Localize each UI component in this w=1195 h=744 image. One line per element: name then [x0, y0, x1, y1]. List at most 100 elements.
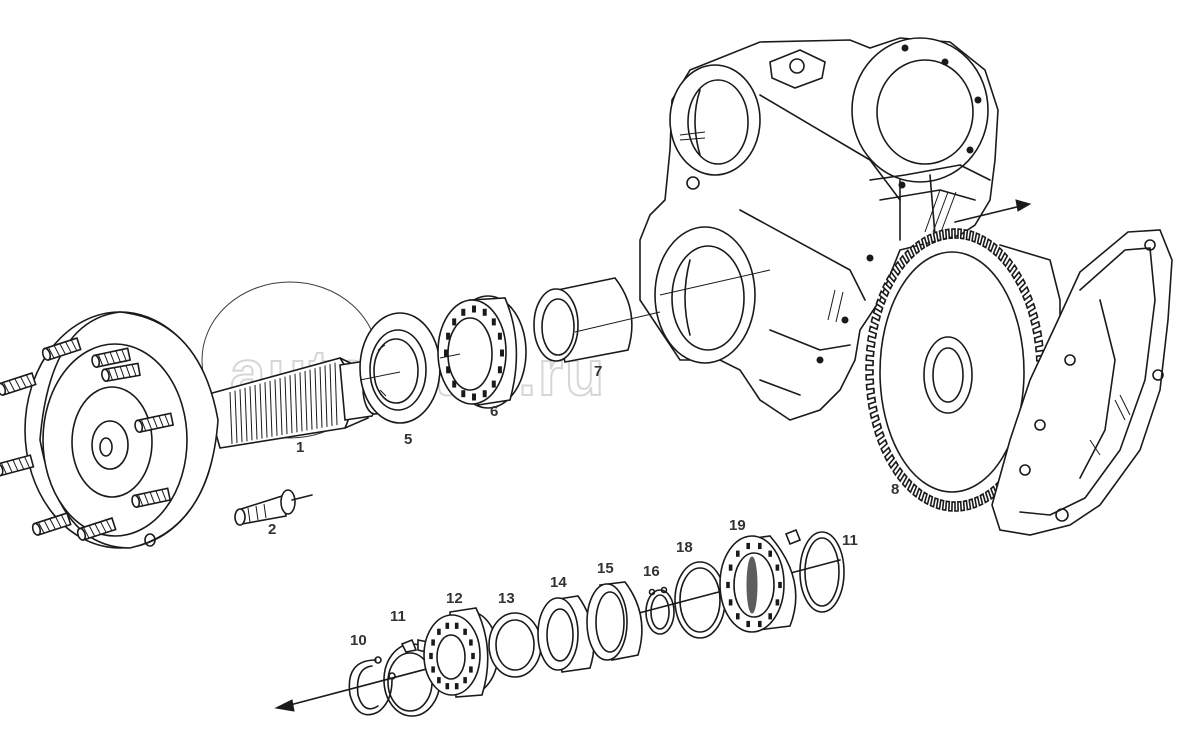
bearing-roller — [758, 542, 762, 550]
bearing-roller — [461, 308, 466, 316]
axle-housing — [639, 37, 999, 421]
ball-bearing — [719, 535, 797, 633]
retaining-ring — [674, 561, 726, 639]
hub-stud — [0, 454, 35, 477]
bearing-roller — [736, 613, 740, 620]
label-part-11-left: 11 — [390, 608, 406, 625]
label-part-10: 10 — [350, 632, 367, 649]
shaft-spline — [319, 366, 323, 428]
hub-stud — [101, 362, 141, 383]
bearing-roller — [775, 564, 780, 571]
label-part-7: 7 — [594, 363, 602, 380]
shaft-spline — [324, 365, 328, 427]
bearing-roller — [491, 380, 496, 388]
bearing-roller — [472, 393, 476, 401]
hub-stud — [134, 412, 175, 434]
shaft-spline — [284, 376, 288, 435]
label-part-15: 15 — [597, 560, 614, 577]
spacer-sleeve — [533, 277, 633, 363]
bearing-roller — [429, 652, 433, 660]
bearing-roller — [469, 639, 473, 646]
bearing-roller — [445, 683, 450, 690]
bearing-roller — [471, 652, 475, 660]
bearing-roller — [452, 380, 457, 388]
shaft-spline — [294, 373, 298, 433]
bearing-roller — [746, 542, 751, 550]
bearing-race — [537, 595, 595, 673]
bearing-roller — [728, 564, 733, 571]
label-part-1: 1 — [296, 439, 304, 456]
label-part-11-right: 11 — [842, 532, 858, 549]
hub-stud — [131, 487, 172, 509]
bearing-roller — [463, 677, 467, 684]
callout-labels: 1 2 5 6 7 8 10 11 11 12 13 14 15 16 18 1… — [268, 363, 899, 649]
shaft-spline — [304, 370, 308, 431]
bearing-roller — [768, 550, 773, 557]
label-part-19: 19 — [729, 517, 746, 534]
bearing-roller — [444, 349, 448, 357]
bearing-roller — [482, 308, 487, 316]
label-part-16: 16 — [643, 563, 660, 580]
small-snap-ring — [645, 586, 675, 635]
label-part-2: 2 — [268, 521, 276, 538]
bearing-roller — [431, 639, 435, 646]
hub-stud — [41, 337, 82, 361]
axis-lines — [359, 269, 771, 381]
bearing-roller — [726, 581, 730, 589]
shaft-spline — [289, 375, 293, 434]
label-part-12: 12 — [446, 590, 463, 607]
shaft-spline — [234, 390, 238, 444]
shaft-spline — [269, 380, 273, 437]
bearing-roller — [758, 620, 762, 628]
hub-stud — [31, 512, 72, 536]
bearing-roller — [461, 390, 466, 398]
bearing-roller — [778, 581, 782, 589]
bearing-roller — [437, 628, 441, 635]
bearing-roller — [454, 683, 459, 690]
label-part-18: 18 — [676, 539, 693, 556]
roller-bearing — [423, 607, 499, 698]
axle-shaft-with-hub-flange — [0, 311, 388, 549]
label-part-5: 5 — [404, 431, 412, 448]
bearing-roller — [445, 622, 450, 629]
bearing-roller — [775, 599, 780, 606]
bearing-roller — [497, 332, 502, 340]
shaft-spline — [244, 387, 248, 442]
bearing-roller — [472, 305, 476, 313]
hub-stud — [91, 347, 132, 369]
label-part-14: 14 — [550, 574, 567, 591]
bearing-roller — [500, 349, 504, 357]
circlip — [784, 528, 845, 613]
direction-arrow-upper — [954, 199, 1032, 223]
spur-gear — [865, 228, 1061, 512]
wheel-stud — [234, 489, 313, 526]
shaft-spline — [254, 384, 258, 440]
shaft-spline — [279, 377, 283, 436]
bearing-roller — [482, 390, 487, 398]
bearing-roller — [469, 666, 473, 673]
bearing-roller — [454, 622, 459, 629]
shaft-spline — [239, 389, 243, 443]
bearing-roller — [452, 318, 457, 326]
bearing-roller — [497, 366, 502, 374]
bearing-roller — [446, 366, 451, 374]
hub-stud — [76, 517, 117, 541]
label-part-8: 8 — [891, 481, 899, 498]
shaft-spline — [309, 369, 313, 430]
bearing-roller — [491, 318, 496, 326]
shaft-spline — [274, 379, 278, 436]
label-part-6: 6 — [490, 403, 498, 420]
label-part-13: 13 — [498, 590, 515, 607]
shaft-spline — [249, 386, 253, 441]
hub-stud — [0, 372, 37, 396]
seal-ring — [359, 312, 441, 424]
shim-ring — [488, 612, 542, 678]
bearing-race — [586, 581, 643, 661]
shaft-spline — [329, 363, 333, 427]
bearing-roller — [746, 620, 751, 628]
bearing-roller — [736, 550, 740, 557]
shaft-spline — [334, 362, 338, 426]
bearing-roller — [463, 628, 467, 635]
